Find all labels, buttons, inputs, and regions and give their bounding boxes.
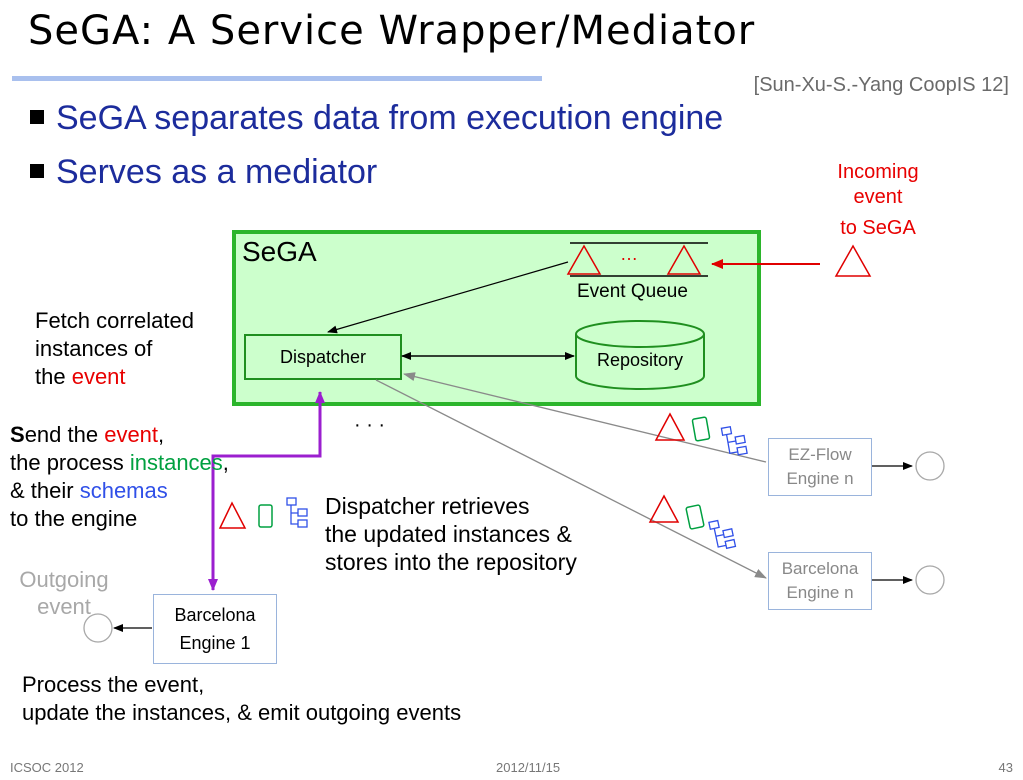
- more-engines-ellipsis: · · ·: [354, 414, 386, 436]
- queue-event-triangle-icon: [666, 244, 702, 275]
- triangle-event-icon: [218, 501, 247, 529]
- queue-event-triangle-icon: [566, 244, 602, 275]
- footer-conference: ICSOC 2012: [10, 760, 84, 775]
- send-to-engine-arrow: [208, 398, 322, 591]
- bullet-square-icon: [30, 110, 44, 125]
- schema-tree-icon: [708, 519, 737, 550]
- incoming-event-triangle-icon: [834, 244, 872, 277]
- repository-label: Repository: [596, 350, 684, 370]
- engine-circle-icon: [915, 565, 945, 595]
- document-instance-icon: [258, 504, 273, 528]
- document-instance-icon: [691, 416, 711, 442]
- footer-date: 2012/11/15: [496, 760, 561, 775]
- outgoing-event-label: Outgoing event: [19, 567, 109, 619]
- triangle-event-icon: [654, 412, 686, 441]
- engine-circle-icon: [915, 451, 945, 481]
- dispatcher-to-barcelona-n-arrow: [375, 379, 767, 579]
- bullet-1: SeGA separates data from execution engin…: [30, 99, 723, 138]
- triangle-event-icon: [648, 494, 680, 523]
- bullet-2: Serves as a mediator: [30, 153, 377, 192]
- fetch-annotation: Fetch correlated instances of the event: [35, 308, 194, 389]
- barcelona-n-payload: [648, 494, 737, 550]
- process-annotation: Process the event, update the instances,…: [22, 672, 462, 725]
- repository-cylinder: [575, 320, 705, 390]
- slide-title: SeGA: A Service Wrapper/Mediator: [28, 8, 756, 54]
- title-underline: [12, 76, 542, 81]
- ezflow-payload: [654, 412, 748, 456]
- queue-to-dispatcher-arrow: [327, 261, 569, 334]
- event-queue-label: Event Queue: [577, 281, 688, 302]
- dispatcher-payload: [218, 497, 308, 529]
- citation: [Sun-Xu-S.-Yang CoopIS 12]: [753, 74, 1009, 96]
- schema-tree-icon: [720, 426, 748, 456]
- ezflow-to-dispatcher-arrow: [403, 372, 767, 463]
- sega-label: SeGA: [242, 236, 317, 267]
- send-annotation: Send the event, the process instances, &…: [10, 422, 229, 531]
- queue-ellipsis: …: [620, 244, 638, 264]
- incoming-event-label: Incoming event to SeGA: [837, 161, 919, 239]
- retrieve-annotation: Dispatcher retrieves the updated instanc…: [325, 493, 577, 575]
- outgoing-event-circle-icon: [83, 613, 113, 643]
- document-instance-icon: [685, 504, 705, 530]
- footer-page-number: 43: [998, 760, 1013, 775]
- schema-tree-icon: [286, 497, 308, 528]
- event-queue: [566, 242, 708, 277]
- bullet-square-icon: [30, 164, 44, 179]
